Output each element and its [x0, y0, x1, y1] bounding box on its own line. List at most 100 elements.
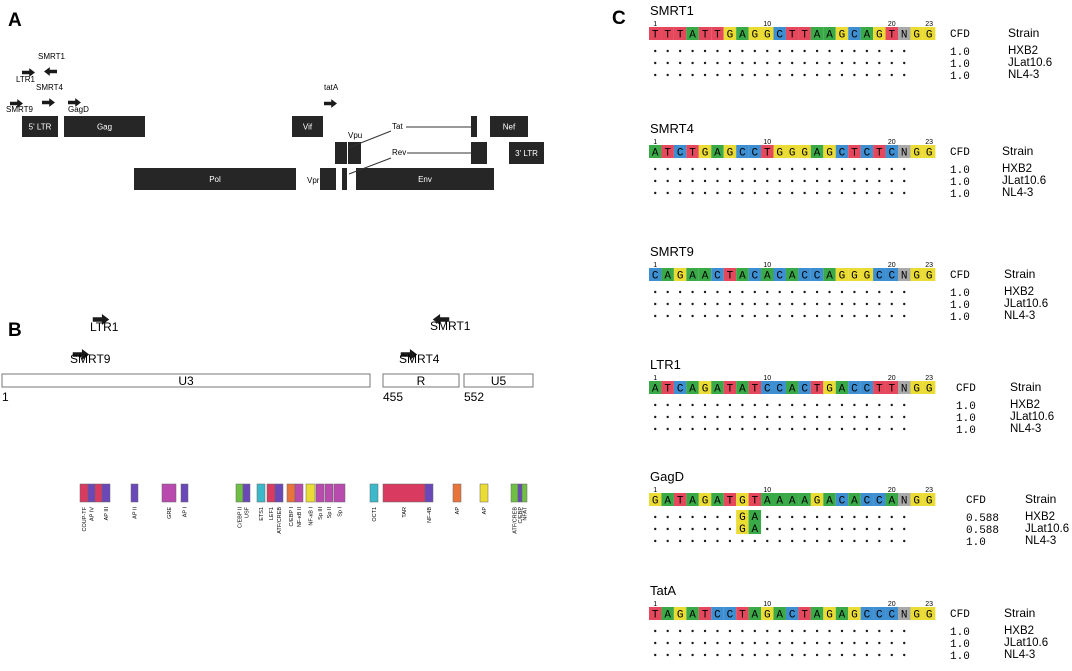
binding-site: Sp III	[315, 483, 325, 520]
binding-site: AP	[479, 483, 489, 514]
match-dot	[691, 427, 694, 431]
match-dot	[766, 629, 769, 633]
guide-name: SMRT4	[650, 121, 694, 136]
gene-segment-5	[335, 142, 347, 164]
base-letter: C	[814, 271, 821, 283]
base-letter: T	[727, 384, 734, 396]
match-dot	[853, 641, 856, 645]
strain-name: JLat10.6	[1004, 298, 1048, 310]
match-dot	[691, 167, 694, 171]
match-dot	[654, 167, 657, 171]
match-dot	[815, 629, 819, 633]
match-dot	[890, 629, 893, 633]
binding-site: LEF1	[266, 483, 276, 520]
position-tick: 1	[653, 139, 657, 146]
match-dot	[666, 629, 669, 633]
match-dot	[778, 539, 781, 543]
match-dot	[753, 314, 757, 318]
base-cell	[835, 381, 849, 394]
gene-name: 5' LTR	[29, 123, 52, 132]
match-dot	[753, 290, 757, 294]
match-dot	[878, 539, 881, 543]
match-dot	[840, 179, 844, 183]
base-cell	[785, 607, 799, 620]
match-dot	[716, 191, 719, 195]
base-letter: A	[714, 384, 721, 396]
match-dot	[691, 641, 694, 645]
match-dot	[828, 167, 831, 171]
base-letter: T	[664, 148, 671, 160]
position-tick: 10	[763, 262, 771, 269]
cfd-value: 1.0	[950, 189, 970, 201]
match-dot	[815, 73, 819, 77]
strain-name: HXB2	[1004, 625, 1034, 637]
match-dot	[853, 653, 856, 657]
base-cell	[649, 381, 662, 394]
position-tick: 23	[925, 262, 933, 269]
base-letter: G	[801, 148, 808, 160]
match-dot	[890, 427, 893, 431]
base-letter: G	[926, 496, 933, 508]
strain-header: Strain	[1008, 26, 1039, 40]
match-dot	[678, 290, 682, 294]
match-dot	[840, 539, 844, 543]
base-cell	[835, 27, 849, 40]
cfd-value: 1.0	[956, 401, 976, 413]
match-dot	[654, 61, 657, 65]
match-dot	[753, 179, 757, 183]
base-letter: G	[913, 148, 920, 160]
mismatch-letter: A	[752, 512, 759, 524]
match-dot	[766, 415, 769, 419]
base-letter: G	[913, 30, 920, 42]
site-box	[479, 483, 489, 503]
match-dot	[815, 527, 819, 531]
base-cell	[885, 268, 898, 281]
site-box	[510, 483, 519, 503]
match-dot	[778, 629, 781, 633]
site-label: TAR	[402, 507, 408, 518]
base-letter: A	[826, 271, 833, 283]
match-dot	[803, 427, 806, 431]
base-letter: T	[752, 384, 759, 396]
base-cell	[661, 607, 674, 620]
site-label: Sp III	[318, 507, 324, 520]
match-dot	[654, 653, 657, 657]
match-dot	[828, 539, 831, 543]
base-cell	[835, 145, 849, 158]
base-cell	[922, 607, 936, 620]
strain-name: NL4-3	[1008, 69, 1039, 81]
match-dot	[716, 641, 719, 645]
match-dot	[691, 61, 694, 65]
match-dot	[703, 403, 707, 407]
panel-b-label: B	[8, 320, 22, 341]
cfd-value: 1.0	[950, 71, 970, 83]
match-dot	[790, 73, 794, 77]
match-dot	[766, 527, 769, 531]
match-dot	[815, 653, 819, 657]
gene-box	[64, 116, 145, 137]
base-letter: A	[664, 610, 671, 622]
match-dot	[828, 427, 831, 431]
base-letter: G	[851, 610, 858, 622]
match-dot	[803, 403, 806, 407]
base-letter: G	[677, 610, 684, 622]
base-letter: G	[913, 610, 920, 622]
site-label: ATF/CREB	[277, 507, 283, 534]
base-cell	[835, 268, 849, 281]
base-cell	[922, 145, 936, 158]
base-cell	[873, 607, 886, 620]
match-dot	[654, 641, 657, 645]
ltr-primer-smrt1-label: SMRT1	[430, 319, 471, 333]
mismatch-cell	[748, 522, 762, 534]
base-letter: C	[801, 271, 808, 283]
site-label: C/EBP	[518, 507, 524, 524]
match-dot	[778, 167, 781, 171]
cfd-value: 1.0	[950, 47, 970, 59]
base-cell	[761, 27, 774, 40]
binding-site	[94, 483, 103, 503]
match-dot	[691, 539, 694, 543]
match-dot	[703, 427, 707, 431]
base-letter: T	[888, 30, 895, 42]
match-dot	[853, 179, 856, 183]
